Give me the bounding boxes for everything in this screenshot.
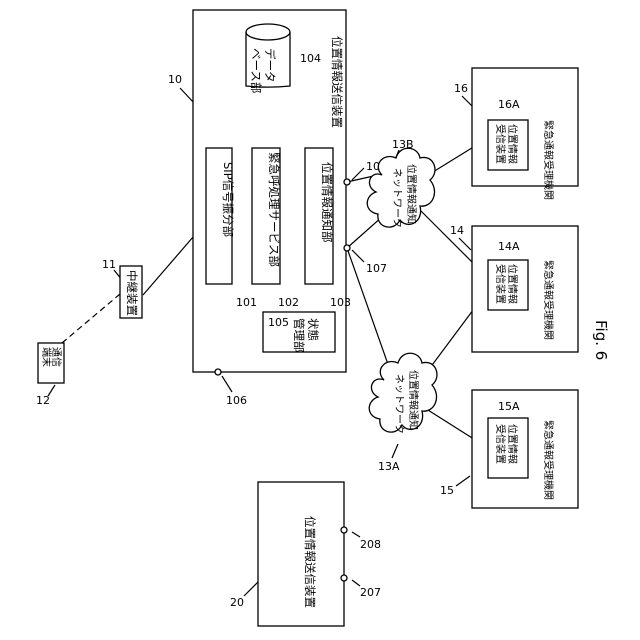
sending-device-id: 10 (168, 73, 182, 86)
terminal-label-2: 端末 (40, 347, 53, 367)
location-notifier-id: 103 (330, 296, 351, 309)
leader-13a (392, 444, 398, 458)
leader-208 (352, 532, 360, 537)
agency-15-label: 緊急通報受理機関 (542, 420, 555, 500)
relay-device-label: 中継装置 (125, 270, 139, 316)
figure-label: Fig. 6 (592, 320, 610, 360)
leader-20 (244, 582, 258, 596)
receiver-16a-label-1: 位置情報 (506, 124, 519, 164)
leader-15 (456, 476, 470, 486)
port-207 (341, 575, 347, 581)
port-208-label: 208 (360, 538, 381, 551)
port-107 (344, 245, 350, 251)
second-device-frame[interactable] (258, 482, 344, 626)
communication-terminal[interactable]: 通信 端末 12 (36, 343, 64, 407)
second-device-id: 20 (230, 596, 244, 609)
relay-device[interactable]: 中継装置 11 (102, 258, 142, 318)
network-13b-label-2: ネットワーク (391, 168, 403, 228)
second-device-label: 位置情報送信装置 (303, 516, 317, 608)
port-106 (215, 369, 221, 375)
sending-device-title: 位置情報送信装置 (330, 36, 344, 128)
leader-107 (352, 250, 364, 262)
sip-router-id: 101 (236, 296, 257, 309)
network-13a-id: 13A (378, 460, 400, 473)
sip-router-label: SIP信号振分部 (221, 162, 235, 237)
receiver-15a-label-1: 位置情報 (506, 424, 519, 464)
agency-15[interactable]: 位置情報 受信装置 緊急通報受理機関 15 15A (440, 390, 578, 508)
link-terminal-relay (62, 294, 120, 343)
database-cylinder-top (246, 24, 290, 40)
network-13b-id: 13B (392, 138, 414, 151)
emergency-service-id: 102 (278, 296, 299, 309)
port-107-label: 107 (366, 262, 387, 275)
port-208 (341, 527, 347, 533)
status-manager-block[interactable]: 状態 管理部 105 (263, 312, 335, 353)
emergency-service-label: 緊急呼処理サービス部 (267, 152, 281, 267)
link-107-13b (347, 216, 383, 248)
agency-14-id: 14 (450, 224, 464, 237)
agency-16-id: 16 (454, 82, 468, 95)
leader-207 (352, 580, 360, 586)
leader-106 (222, 376, 232, 392)
leader-14 (459, 238, 471, 250)
port-108 (344, 179, 350, 185)
receiver-15a-label-2: 受信装置 (494, 424, 507, 464)
database-label-1: データ (263, 48, 277, 83)
database-label-2: ベース部 (249, 48, 263, 93)
port-207-label: 207 (360, 586, 381, 599)
location-notifier-label: 位置情報通知部 (320, 162, 334, 243)
agency-14[interactable]: 位置情報 受信装置 緊急通報受理機関 14 14A (450, 224, 578, 352)
status-manager-label-1: 状態 (306, 318, 320, 341)
port-106-label: 106 (226, 394, 247, 407)
network-13b-label-1: 位置情報通知 (405, 164, 418, 224)
location-sending-device: 位置情報送信装置 10 データ ベース部 104 SIP信号振分部 101 緊急… (168, 10, 387, 407)
receiver-16a-id: 16A (498, 98, 520, 111)
status-manager-label-2: 管理部 (292, 318, 306, 353)
database-id: 104 (300, 52, 321, 65)
relay-device-id: 11 (102, 258, 116, 271)
receiver-15a-id: 15A (498, 400, 520, 413)
network-13a-label-1: 位置情報通知 (407, 370, 420, 430)
receiver-16a-label-2: 受信装置 (494, 124, 507, 164)
receiver-14a-label-2: 受信装置 (494, 264, 507, 304)
agency-16[interactable]: 位置情報 受信装置 緊急通報受理機関 16 16A (454, 68, 578, 200)
receiver-14a-label-1: 位置情報 (506, 264, 519, 304)
agency-14-label: 緊急通報受理機関 (542, 260, 555, 340)
agency-15-id: 15 (440, 484, 454, 497)
network-13a: 位置情報通知 ネットワーク 13A (369, 353, 437, 473)
terminal-id: 12 (36, 394, 50, 407)
status-manager-id: 105 (268, 316, 289, 329)
second-sending-device[interactable]: 位置情報送信装置 20 208 207 (230, 482, 381, 626)
network-13a-label-2: ネットワーク (393, 374, 405, 434)
agency-16-label: 緊急通報受理機関 (542, 120, 555, 200)
receiver-14a-id: 14A (498, 240, 520, 253)
